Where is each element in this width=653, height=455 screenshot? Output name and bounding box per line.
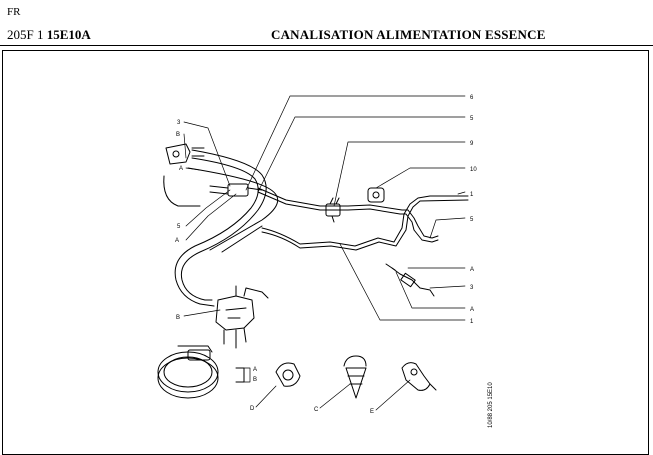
- callout-5-right: 5: [470, 217, 474, 223]
- pump-body: [199, 285, 269, 349]
- reference-prefix: 205F 1: [7, 27, 47, 42]
- document-reference: 205F 1 15E10A: [7, 27, 91, 43]
- part-d-clip: [275, 362, 301, 387]
- callout-leaders: [183, 95, 466, 411]
- callout-d: D: [250, 406, 255, 412]
- page-title: CANALISATION ALIMENTATION ESSENCE: [271, 27, 546, 42]
- clip-10: [367, 187, 385, 203]
- callout-a-right-1: A: [470, 267, 474, 273]
- fuel-filter: [163, 175, 263, 207]
- reference-code: 15E10A: [46, 27, 91, 42]
- callout-9: 9: [470, 141, 474, 147]
- callout-1-bottom: 1: [470, 319, 474, 325]
- clip-9: [325, 197, 341, 223]
- fuel-tube-secondary: [187, 167, 278, 253]
- callout-a-right-2: A: [470, 307, 474, 313]
- callout-b-left: B: [176, 132, 180, 138]
- part-c-grommet: [343, 355, 367, 399]
- callout-5-top: 5: [470, 116, 474, 122]
- fuel-tube-main: [174, 149, 267, 305]
- callout-a-left-2: A: [175, 238, 179, 244]
- fuel-line-upper: [257, 187, 439, 243]
- callout-10: 10: [470, 167, 477, 173]
- callout-e: E: [370, 409, 374, 415]
- callout-b-clamp: B: [253, 377, 257, 383]
- fuel-line-rear: [261, 195, 469, 251]
- header-divider: [0, 45, 653, 46]
- callout-b-bottom: B: [176, 315, 180, 321]
- callout-3-left: 3: [177, 120, 181, 126]
- callout-a-clamp: A: [253, 367, 257, 373]
- page-header: FR 205F 1 15E10A CANALISATION ALIMENTATI…: [0, 0, 653, 48]
- language-code: FR: [7, 6, 21, 18]
- callout-3-right: 3: [470, 285, 474, 291]
- callout-c: C: [314, 407, 319, 413]
- callout-a-left-1: A: [179, 166, 183, 172]
- callout-5-left: 5: [177, 224, 181, 230]
- part-e-clip: [401, 362, 437, 391]
- callout-6: 6: [470, 95, 474, 101]
- right-connector: [385, 263, 435, 297]
- drawing-code: 10/88 205 15E10: [488, 382, 494, 428]
- hose-clamp: [157, 345, 245, 399]
- connector-top-left: [165, 143, 205, 165]
- callout-1-top: 1: [470, 192, 474, 198]
